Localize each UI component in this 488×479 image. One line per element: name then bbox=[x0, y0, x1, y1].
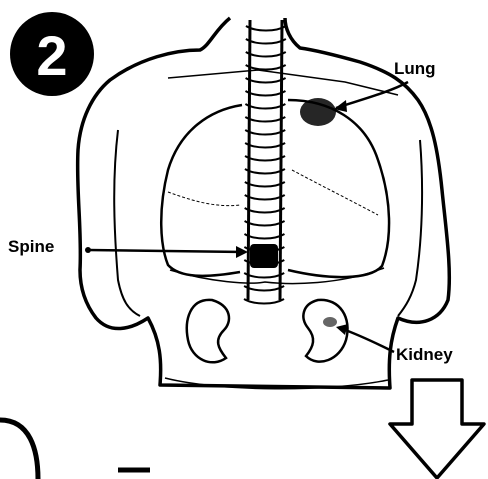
vertebra bbox=[244, 286, 284, 291]
lung-fissure-left bbox=[168, 192, 240, 206]
step-number: 2 bbox=[36, 24, 67, 87]
spine bbox=[244, 20, 286, 304]
vertebra bbox=[245, 104, 285, 109]
left-kidney bbox=[187, 300, 229, 362]
vertebra bbox=[246, 78, 286, 83]
spine-pointer-dot bbox=[85, 247, 91, 253]
spine-left-edge bbox=[248, 20, 250, 300]
vertebra bbox=[245, 156, 285, 161]
vertebra bbox=[245, 169, 285, 174]
left-arm-line bbox=[114, 130, 140, 316]
kidney-spot bbox=[323, 317, 337, 327]
vertebra bbox=[245, 143, 285, 148]
vertebra bbox=[246, 52, 286, 57]
vertebra bbox=[245, 117, 285, 122]
lung-spot bbox=[300, 98, 336, 126]
step-badge: 2 bbox=[10, 12, 94, 96]
vertebra bbox=[245, 182, 285, 187]
lung-label: Lung bbox=[394, 59, 436, 78]
down-arrow-icon bbox=[390, 380, 484, 478]
vertebra bbox=[246, 26, 286, 31]
vertebra bbox=[245, 195, 285, 200]
kidney-label: Kidney bbox=[396, 345, 453, 364]
vertebra bbox=[244, 273, 284, 278]
vertebra bbox=[245, 208, 285, 213]
next-step-badge-partial bbox=[0, 420, 38, 479]
vertebra bbox=[246, 65, 286, 70]
kidney-pointer bbox=[340, 328, 394, 352]
vertebra bbox=[244, 299, 284, 304]
right-arm-line bbox=[398, 140, 422, 316]
right-lung bbox=[288, 100, 389, 277]
lung-fissure-right bbox=[292, 170, 378, 215]
spine-pointer bbox=[88, 250, 244, 252]
vertebra bbox=[245, 130, 285, 135]
vertebra bbox=[245, 91, 285, 96]
spine-right-edge bbox=[280, 20, 282, 300]
spine-label: Spine bbox=[8, 237, 54, 256]
vertebra bbox=[245, 221, 285, 226]
vertebra bbox=[246, 39, 286, 44]
vertebra bbox=[244, 234, 284, 239]
spine-spot bbox=[250, 244, 278, 268]
